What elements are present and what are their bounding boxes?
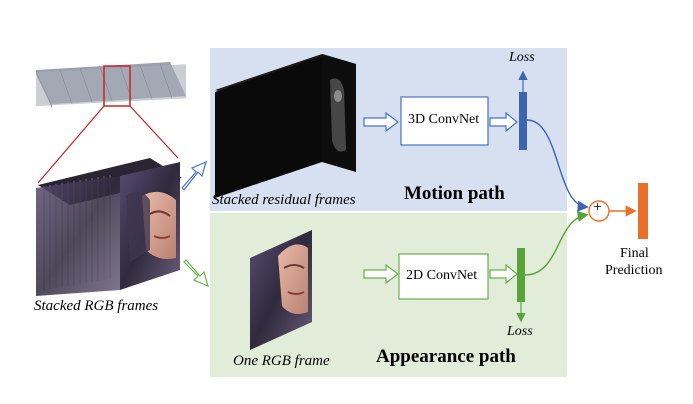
connector-line-right [129,105,179,159]
appearance-path-label: Appearance path [376,346,516,367]
final-label-line2: Prediction [605,263,663,278]
final-prediction-bar [638,183,648,239]
arrow-out-2d-convnet [489,263,518,285]
appearance-output-bar [517,248,525,302]
stacked-rgb-label: Stacked RGB frames [34,298,159,314]
loss-label-top: Loss [509,50,535,65]
final-label-line1: Final [620,246,649,261]
arrow-out-3d-convnet [489,111,518,133]
arrow-into-3d-convnet [363,111,399,133]
2d-convnet-label: 2D ConvNet [406,268,478,283]
one-rgb-frame [250,230,312,350]
fusion-plus-sign: + [593,199,603,216]
motion-path-label: Motion path [404,183,505,204]
stacked-rgb-frames [36,158,182,296]
2d-convnet-box [398,253,489,300]
motion-output-bar [519,92,527,150]
video-strip [36,62,186,108]
arrow-to-motion [181,160,207,191]
one-rgb-frame-label: One RGB frame [233,353,330,369]
connector-line-left [37,105,105,184]
3d-convnet-box [400,96,489,146]
clip-highlight [103,65,131,107]
arrow-into-2d-convnet [363,263,399,285]
motion-to-fusion-curve [526,119,589,212]
appearance-to-fusion-curve [524,210,589,276]
stacked-residual-label: Stacked residual frames [212,192,356,208]
loss-label-bottom: Loss [507,324,533,339]
stacked-residual-frames [215,54,356,198]
arrow-to-appearance [183,259,209,288]
3d-convnet-label: 3D ConvNet [408,112,480,127]
